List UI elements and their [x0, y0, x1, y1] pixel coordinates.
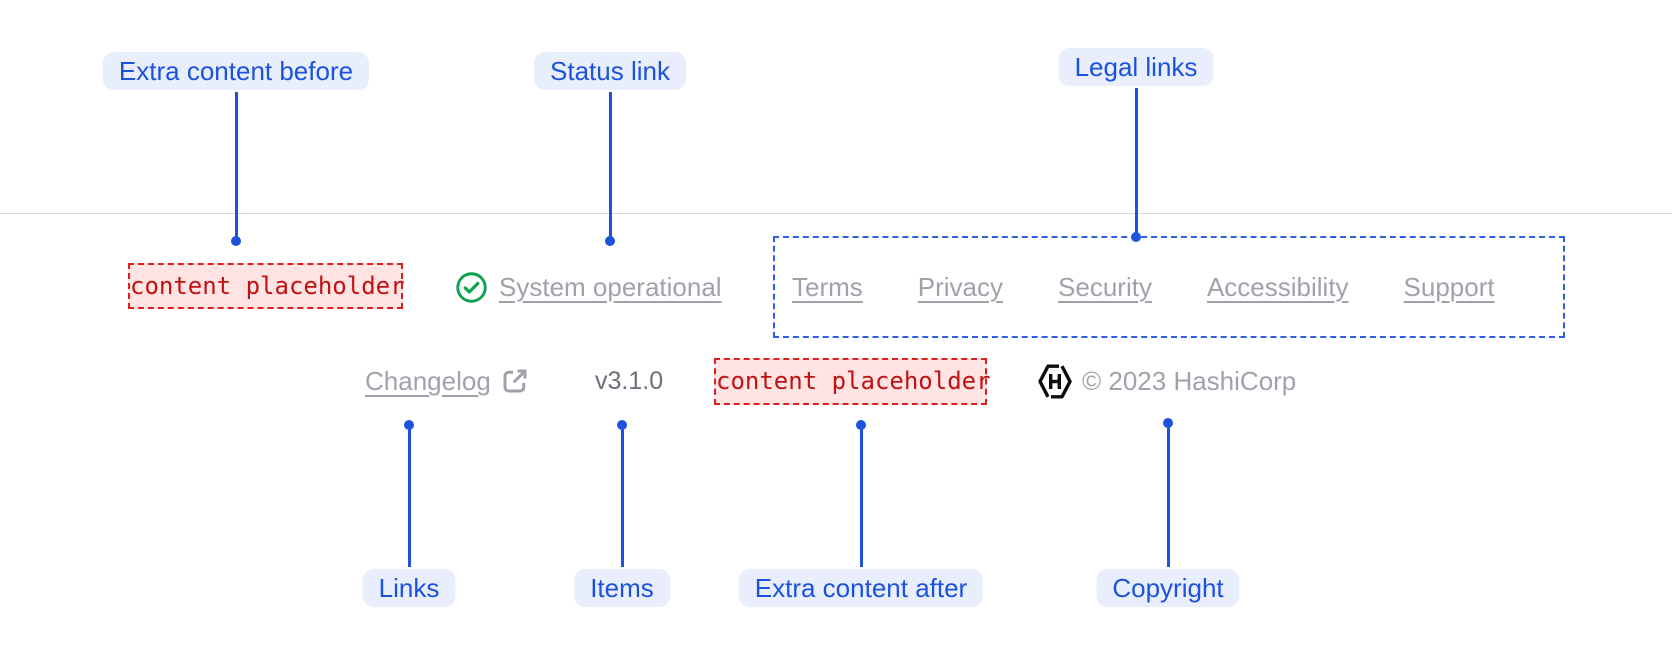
legal-link-support[interactable]: Support [1403, 271, 1495, 302]
extra-content-after-placeholder: content placeholder [714, 358, 991, 405]
callout-line-extra-content-before [234, 92, 238, 241]
callout-line-extra-content-after [859, 425, 863, 567]
callout-label-legal-links: Legal links [1058, 48, 1214, 86]
callout-label-items: Items [574, 569, 670, 607]
changelog-link-label: Changelog [365, 365, 491, 396]
callout-label-links: Links [362, 569, 456, 607]
extra-content-before-placeholder: content placeholder [128, 263, 405, 309]
status-link[interactable]: System operational [455, 270, 722, 304]
callout-label-copyright: Copyright [1096, 569, 1240, 607]
callout-dot-status-link [605, 236, 615, 246]
callout-dot-copyright [1163, 418, 1173, 428]
callout-dot-items [617, 420, 627, 430]
callout-line-status-link [608, 92, 612, 241]
legal-link-privacy[interactable]: Privacy [917, 271, 1004, 302]
external-link-icon [500, 366, 530, 396]
legal-link-security[interactable]: Security [1058, 271, 1152, 302]
changelog-link[interactable]: Changelog [365, 364, 530, 398]
callout-line-legal-links [1134, 88, 1138, 237]
callout-dot-extra-content-after [856, 420, 866, 430]
callout-label-extra-content-before: Extra content before [102, 52, 370, 90]
status-ok-icon [455, 271, 488, 304]
status-link-label: System operational [499, 271, 722, 302]
legal-links-container: Terms Privacy Security Accessibility Sup… [773, 236, 1565, 338]
callout-dot-legal-links [1131, 232, 1141, 242]
legal-link-terms[interactable]: Terms [792, 271, 863, 302]
callout-dot-extra-content-before [231, 236, 241, 246]
version-text: v3.1.0 [595, 367, 664, 395]
callout-label-extra-content-after: Extra content after [738, 569, 984, 607]
callout-label-status-link: Status link [534, 52, 686, 90]
footer-divider [0, 213, 1672, 214]
legal-link-accessibility[interactable]: Accessibility [1206, 271, 1349, 302]
callout-line-copyright [1166, 423, 1170, 567]
copyright-text: © 2023 HashiCorp [1082, 366, 1297, 396]
callout-line-items [620, 425, 624, 567]
callout-line-links [407, 425, 411, 567]
callout-dot-links [404, 420, 414, 430]
hashicorp-logo-icon [1038, 364, 1072, 399]
